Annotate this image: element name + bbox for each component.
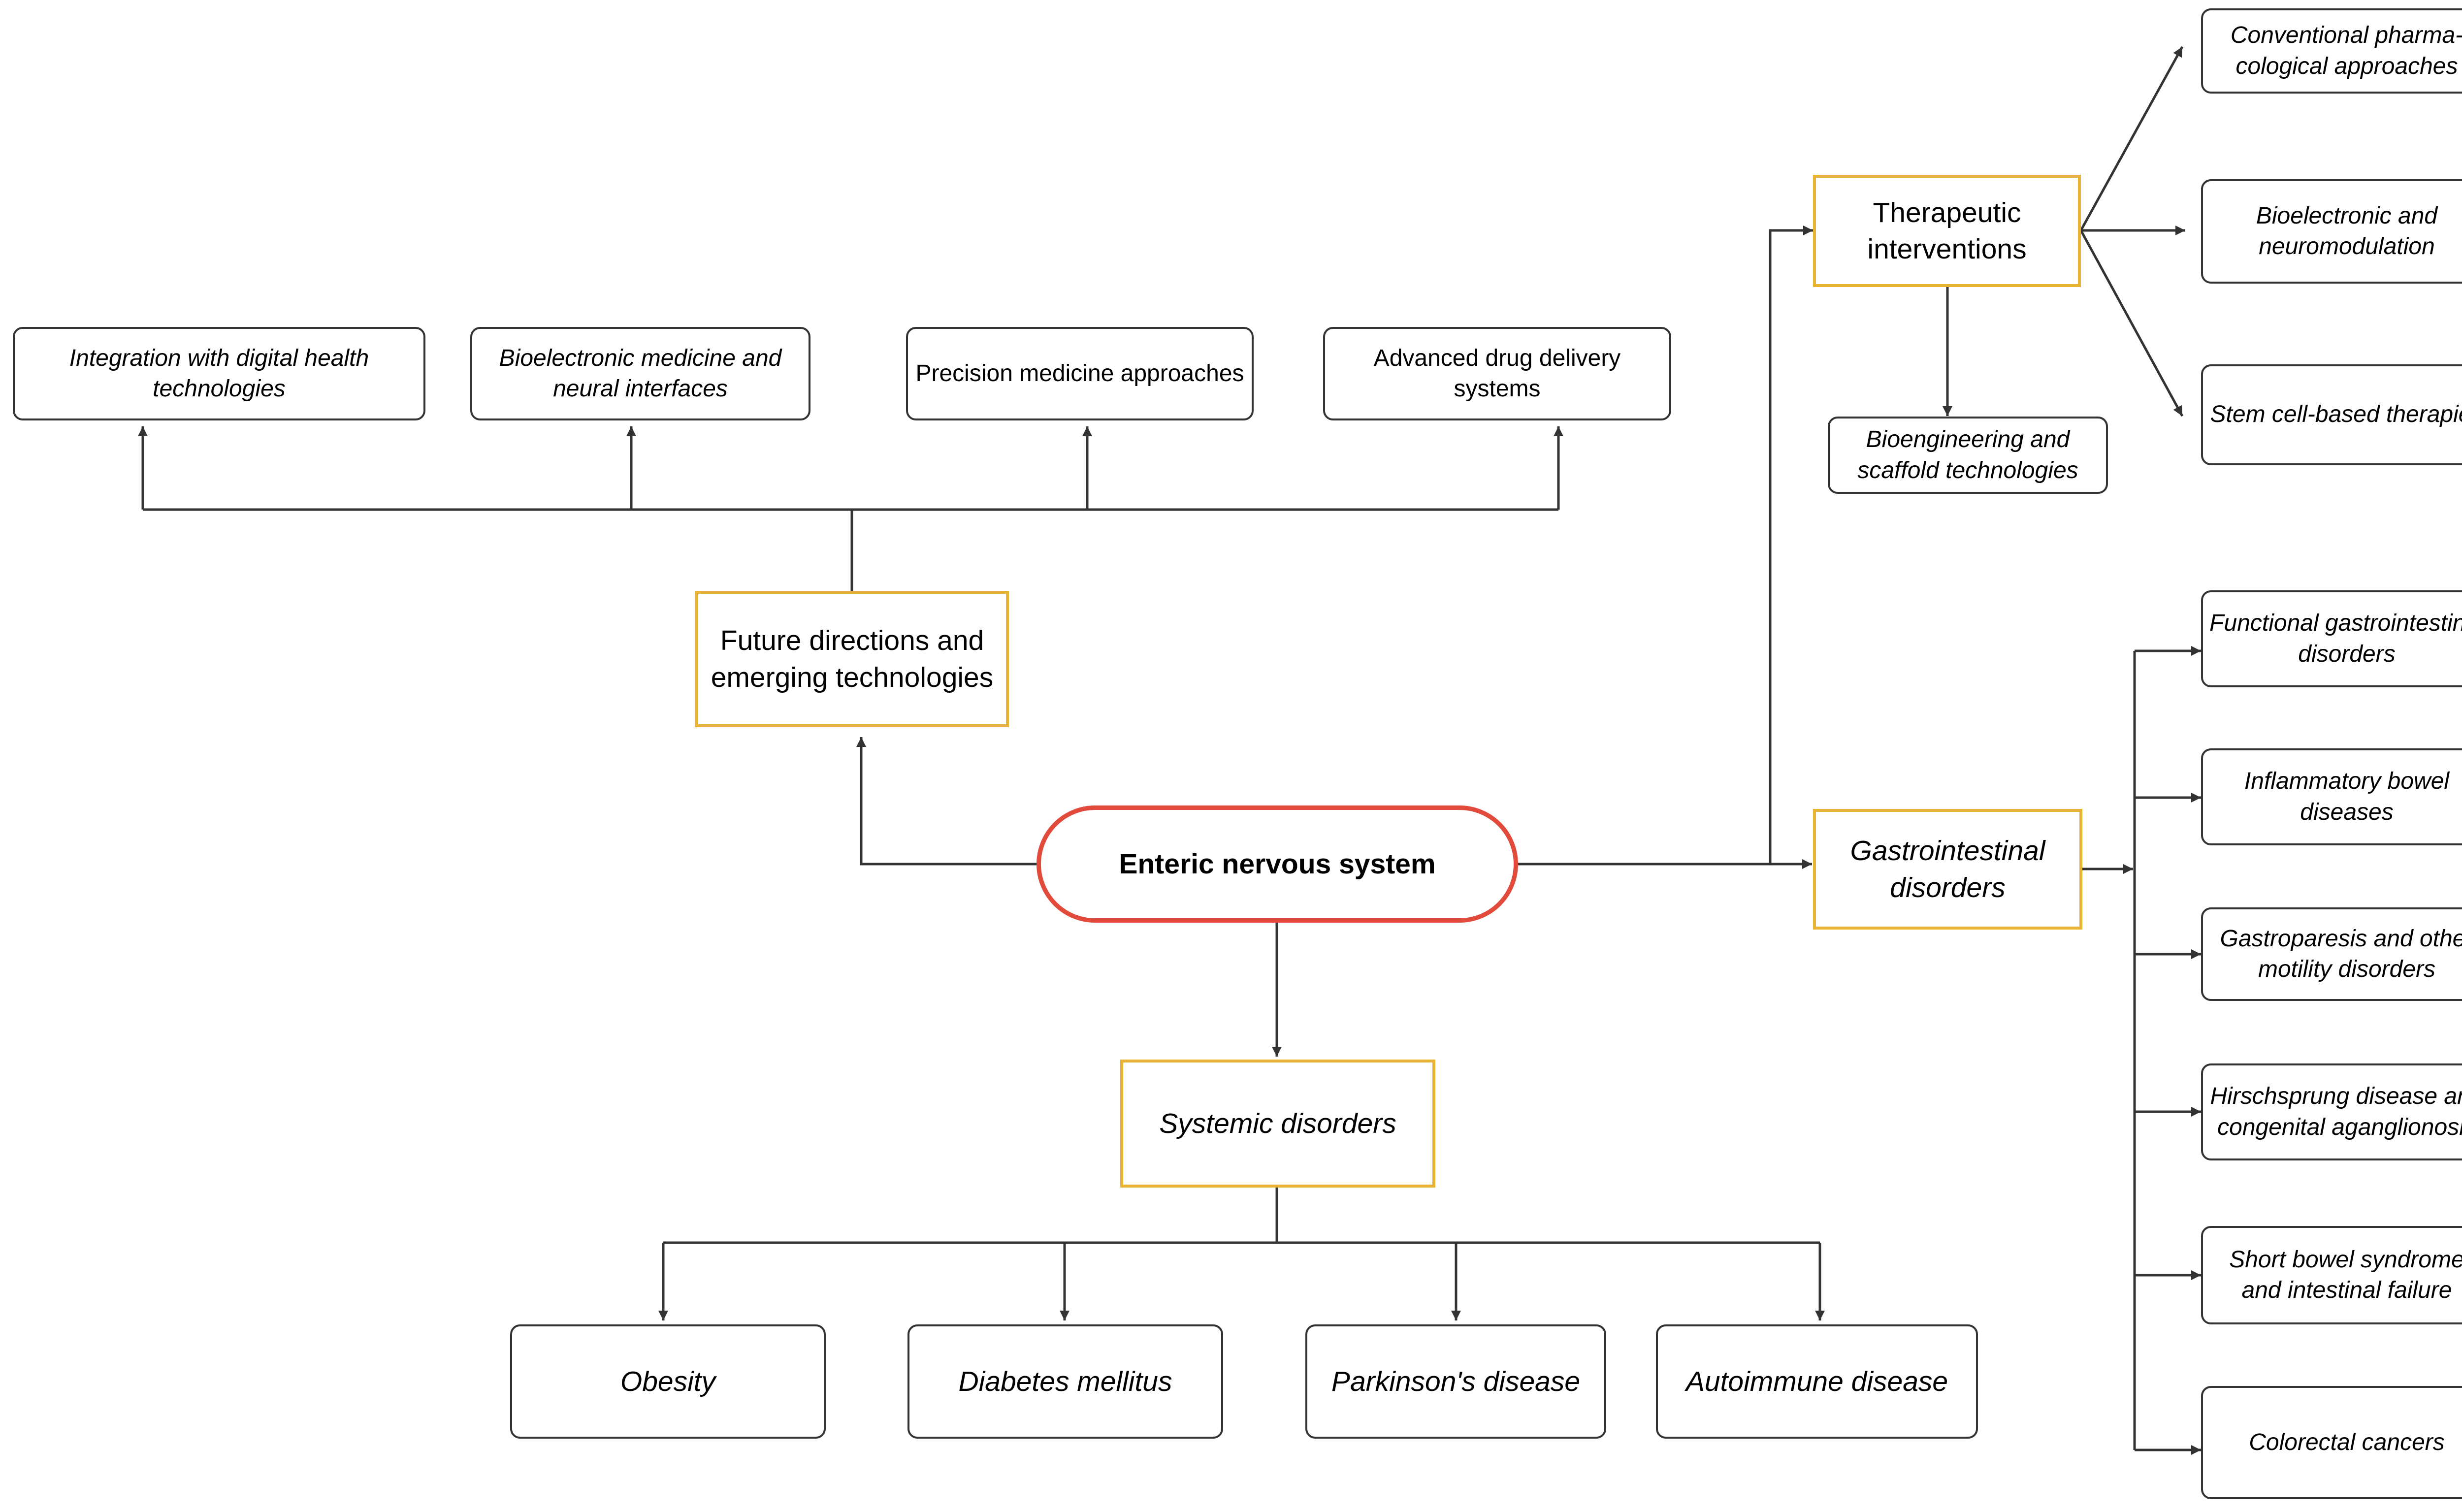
- therapeutic-child-pharmacological: Conventional pharma-cological approaches: [2201, 8, 2462, 94]
- gi-child-label: Functional gastrointestinal disorders: [2209, 610, 2462, 667]
- root-label: Enteric nervous system: [1119, 848, 1436, 880]
- future-child-label: Precision medicine approaches: [915, 360, 1244, 386]
- gi-child-gastroparesis: Gastroparesis and other motility disorde…: [2201, 907, 2462, 1001]
- systemic-child-obesity: Obesity: [510, 1324, 826, 1439]
- future-child-bioelectronic-medicine: Bioelectronic medicine and neural interf…: [470, 327, 810, 420]
- gi-child-label: Inflammatory bowel diseases: [2244, 768, 2450, 825]
- connector-ther-child-1: [2079, 46, 2184, 231]
- therapeutic-child-label: Conventional pharma-cological approaches: [2230, 22, 2462, 79]
- gi-child-label: Hirschsprung disease and congenital agan…: [2210, 1083, 2462, 1140]
- gi-child-label: Gastroparesis and other motility disorde…: [2220, 925, 2462, 982]
- connector-ther-child-3: [2079, 229, 2184, 417]
- therapeutic-interventions-label: Therapeutic interventions: [1867, 196, 2027, 265]
- gastrointestinal-disorders-node: Gastrointestinal disorders: [1813, 809, 2082, 930]
- connector-root-future: [856, 737, 1037, 866]
- systemic-child-label: Obesity: [620, 1365, 716, 1397]
- future-directions-label: Future directions and emerging technolog…: [711, 625, 994, 693]
- future-child-digital-health: Integration with digital health technolo…: [13, 327, 425, 420]
- therapeutic-child-label: Bioelectronic and neuromodulation: [2256, 202, 2438, 259]
- systemic-disorders-label: Systemic disorders: [1159, 1107, 1396, 1139]
- gi-child-functional: Functional gastrointestinal disorders: [2201, 590, 2462, 687]
- systemic-child-label: Parkinson's disease: [1331, 1365, 1581, 1397]
- connector-root-therapeutic: [1769, 225, 1813, 864]
- gi-child-label: Short bowel syndrome and intestinal fail…: [2229, 1246, 2462, 1303]
- future-child-label: Bioelectronic medicine and neural interf…: [499, 345, 782, 402]
- future-child-label: Integration with digital health technolo…: [69, 345, 369, 402]
- systemic-disorders-node: Systemic disorders: [1120, 1060, 1435, 1188]
- systemic-child-parkinsons: Parkinson's disease: [1305, 1324, 1606, 1439]
- future-directions-node: Future directions and emerging technolog…: [695, 591, 1009, 727]
- systemic-child-label: Autoimmune disease: [1685, 1365, 1948, 1397]
- future-child-precision-medicine: Precision medicine approaches: [906, 327, 1254, 420]
- future-child-label: Advanced drug delivery systems: [1373, 345, 1621, 402]
- therapeutic-interventions-node: Therapeutic interventions: [1813, 175, 2081, 287]
- therapeutic-child-bioengineering: Bioengineering and scaffold technologies: [1828, 417, 2108, 494]
- systemic-child-autoimmune: Autoimmune disease: [1656, 1324, 1978, 1439]
- gi-child-label: Colorectal cancers: [2249, 1429, 2445, 1455]
- gi-child-ibd: Inflammatory bowel diseases: [2201, 748, 2462, 845]
- therapeutic-child-label: Stem cell-based therapies: [2210, 401, 2462, 428]
- gi-child-colorectal: Colorectal cancers: [2201, 1386, 2462, 1499]
- gi-child-short-bowel: Short bowel syndrome and intestinal fail…: [2201, 1226, 2462, 1324]
- therapeutic-child-stem-cell: Stem cell-based therapies: [2201, 364, 2462, 465]
- systemic-child-diabetes: Diabetes mellitus: [907, 1324, 1223, 1439]
- root-node: Enteric nervous system: [1037, 805, 1518, 923]
- future-child-drug-delivery: Advanced drug delivery systems: [1323, 327, 1671, 420]
- gi-child-hirschsprung: Hirschsprung disease and congenital agan…: [2201, 1063, 2462, 1160]
- therapeutic-child-label: Bioengineering and scaffold technologies: [1857, 426, 2078, 483]
- therapeutic-child-neuromodulation: Bioelectronic and neuromodulation: [2201, 179, 2462, 284]
- systemic-child-label: Diabetes mellitus: [958, 1365, 1172, 1397]
- gastrointestinal-disorders-label: Gastrointestinal disorders: [1850, 835, 2045, 903]
